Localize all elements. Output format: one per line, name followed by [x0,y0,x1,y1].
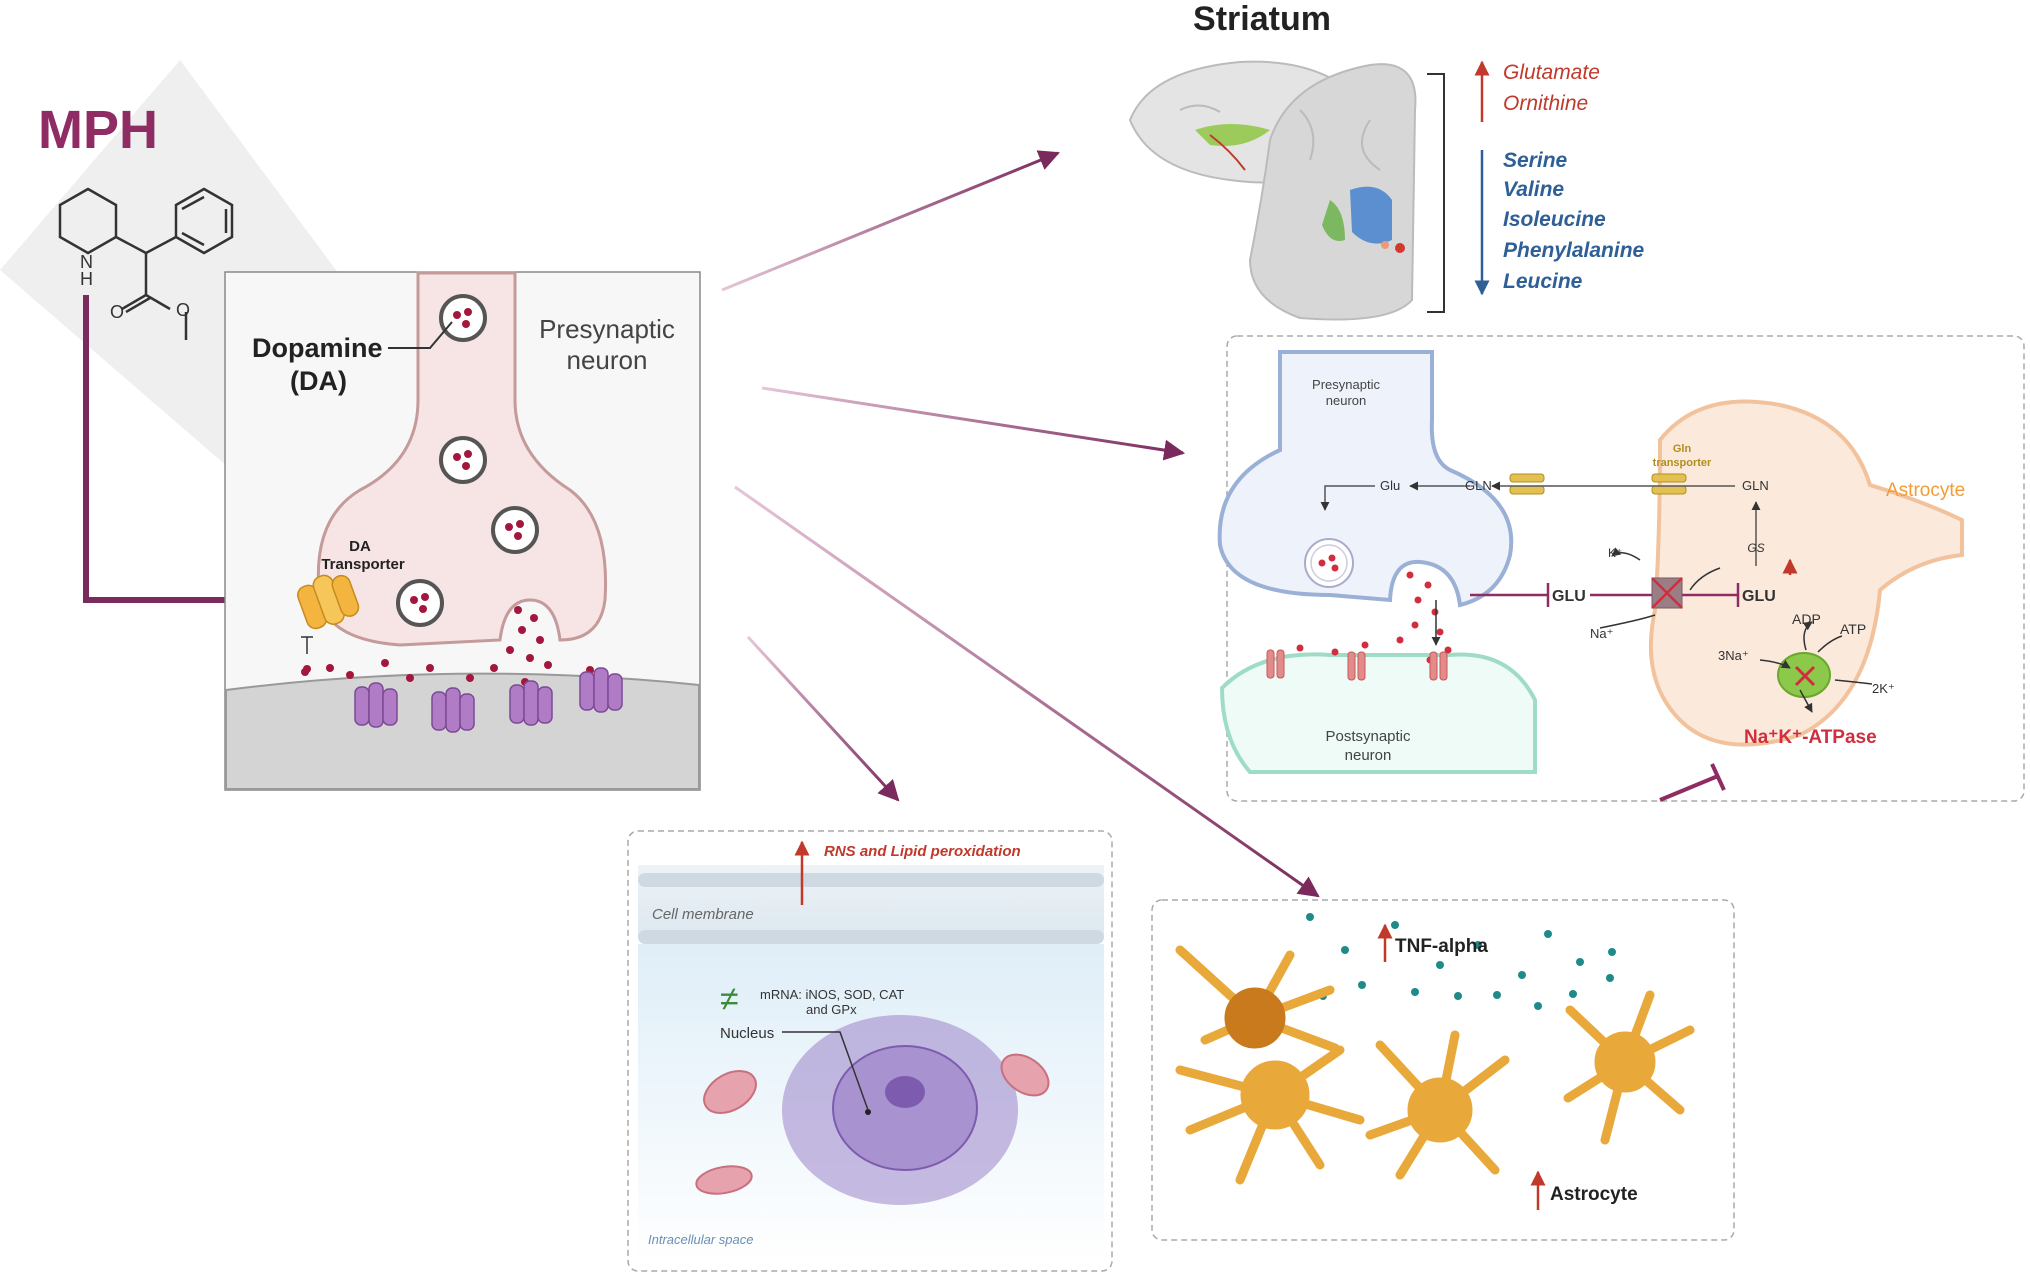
dopamine-receptors [354,667,623,733]
atpase-label: Na⁺K⁺-ATPase [1744,727,1877,748]
dopamine-pointer [388,321,453,349]
dopamine-molecules [301,606,594,686]
three-na-label: 3Na⁺ [1718,648,1749,663]
astrocyte-cell-4 [1563,990,1695,1145]
glutamate-molecules [1296,571,1452,664]
brain-illustration [1128,60,1417,321]
decreased-item: Phenylalanine [1503,239,1645,262]
nucleus-pointer [782,1031,869,1111]
cell-membrane [638,873,1104,944]
vesicle [439,294,487,342]
mph-atom-h: H [80,269,93,289]
arrow-to-striatum [721,150,1060,292]
decreased-item: Valine [1503,178,1564,201]
mrna-label-2: and GPx [806,1002,857,1017]
increased-item: Ornithine [1503,92,1588,115]
astrocyte-cell-2 [1175,1045,1365,1185]
presynaptic-label-2: neuron [567,345,648,375]
vesicle [396,579,444,627]
intracellular-label: Intracellular space [648,1232,754,1247]
decreased-item: Serine [1503,149,1568,172]
rns-label: RNS and Lipid peroxidation [824,843,1021,860]
mph-atom-o-carbonyl: O [110,302,124,322]
astrocyte-cell-3 [1365,1030,1510,1180]
arrow-to-inflammation-panel [734,485,1320,898]
two-k-label: 2K⁺ [1872,681,1895,696]
mph-inhibition-line [83,295,285,603]
gln-label-mid: GLN [1465,478,1492,493]
postsynaptic-label-2: neuron [1345,747,1392,764]
glu-right-label: GLU [1742,588,1776,605]
na-plus-label: Na⁺ [1590,626,1613,641]
postsynaptic-label-1: Postsynaptic [1325,728,1411,745]
transporter-label-2: Transporter [321,556,405,573]
gln-transporter-label-1: Gln [1673,443,1692,455]
glutamate-presynaptic-label-1: Presynaptic [1312,377,1380,392]
dopamine-vesicles [396,294,539,627]
dopamine-label: Dopamine [252,333,383,363]
nucleus-label: Nucleus [720,1025,774,1042]
adp-label: ADP [1792,611,1821,627]
astrocyte-cell [1648,399,1964,747]
inflammation-panel-frame [1151,899,1735,1241]
dopamine-abbrev: (DA) [290,366,347,396]
decreased-item: Leucine [1503,270,1583,293]
tnf-label: TNF-alpha [1395,936,1488,957]
transporter-label-1: DA [349,538,371,555]
k-plus-label: K⁺ [1608,546,1622,560]
striatum-increased-list: Glutamate Ornithine [1503,61,1600,115]
mitochondria [695,1053,1050,1195]
increased-item: Glutamate [1503,61,1600,84]
vesicle [491,506,539,554]
gln-transporter-label-2: transporter [1653,457,1712,469]
astrocyte-cells [1175,945,1695,1185]
da-transporter-icon [297,574,360,630]
striatum-bracket [1427,73,1445,313]
arrow-to-glutamate-panel [761,386,1186,461]
astrocyte-panel-label: Astrocyte [1886,480,1965,501]
glutamate-receptors [1266,649,1448,681]
mph-molecule [58,187,234,340]
mph-atom-o-ester: O [176,300,190,320]
striatum-title: Striatum [1193,0,1331,38]
glutamate-presynaptic-neuron [1217,350,1514,608]
gln-label-top: GLN [1742,478,1769,493]
not-equal-icon: ≠ [720,980,739,1018]
astrocyte-cell-1 [1175,945,1340,1053]
decreased-item: Isoleucine [1503,208,1606,231]
glutamate-presynaptic-label-2: neuron [1326,393,1366,408]
presynaptic-label-1: Presynaptic [539,314,675,344]
gln-transporter-icon [1509,473,1687,495]
glu-left-label: GLU [1552,588,1586,605]
astrocyte-label: Astrocyte [1550,1184,1638,1205]
membrane-label: Cell membrane [652,906,754,923]
atp-label: ATP [1840,621,1866,637]
arrow-to-oxidative-panel [746,635,900,802]
gs-label: GS [1747,541,1764,555]
glutamate-vesicle [1304,538,1354,588]
na-k-atpase-icon [1777,652,1831,698]
nucleus [782,1015,1018,1205]
pump-inhibition-line [1659,774,1719,802]
mrna-label-1: mRNA: iNOS, SOD, CAT [760,987,904,1002]
glu-label-small: Glu [1380,478,1400,493]
vesicle [439,436,487,484]
mph-title: MPH [38,100,158,160]
striatum-decreased-list: Serine Valine Isoleucine Phenylalanine L… [1503,149,1645,293]
mph-atom-n: N [80,252,93,272]
